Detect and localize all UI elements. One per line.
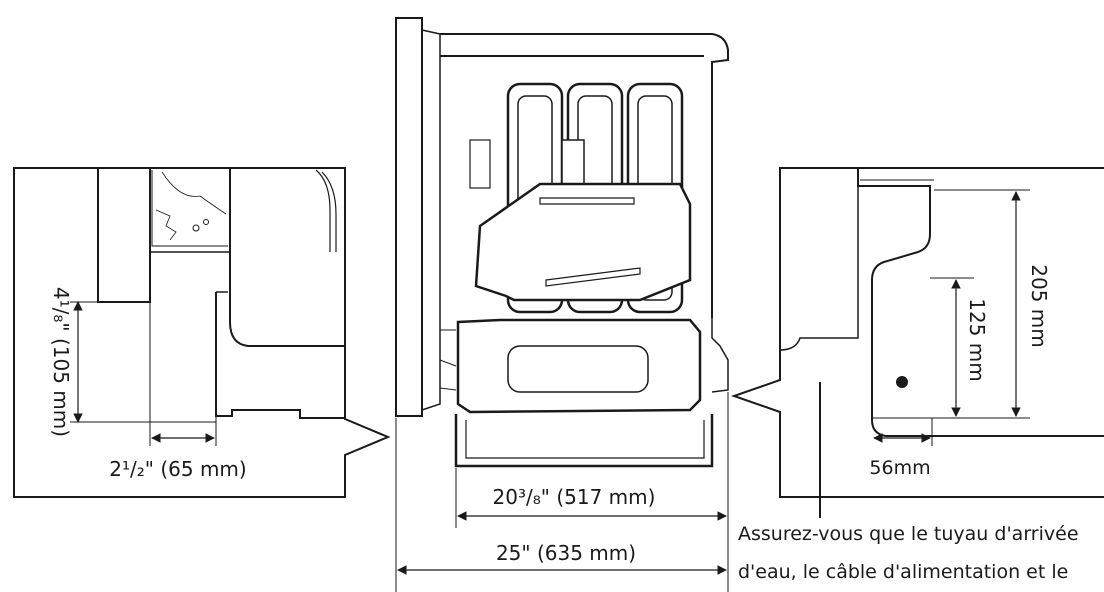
- total-depth-label: 25" (635 mm): [496, 541, 636, 565]
- width-label: 56mm: [869, 457, 930, 479]
- spray-arm-assembly: [474, 182, 692, 302]
- cabinet-side-panel: [97, 167, 151, 303]
- dishwasher-base: [454, 414, 714, 468]
- inner-height-label: 125 mm: [965, 298, 989, 382]
- center-side-view: [395, 17, 729, 592]
- left-vertical-dimension-label: 4¹/₈" (105 mm): [49, 287, 73, 437]
- machine-side-profile: [857, 168, 1104, 437]
- lower-rack: [456, 318, 702, 414]
- dishwasher-door: [395, 17, 423, 417]
- right-detail-view: [730, 167, 1104, 518]
- inner-depth-label: 20³/₈" (517 mm): [493, 485, 656, 509]
- dishwasher-tub: [440, 33, 729, 318]
- note-line-1: Assurez-vous que le tuyau d'arrivée: [738, 523, 1079, 545]
- outer-height-label: 205 mm: [1027, 264, 1051, 348]
- left-detail-view: [13, 167, 391, 498]
- dishwasher-body-outline: [229, 168, 345, 347]
- connection-point-marker: [896, 376, 908, 388]
- left-horizontal-dimension-label: 2¹/₂" (65 mm): [109, 457, 246, 481]
- note-line-2: d'eau, le câble d'alimentation et le: [738, 561, 1068, 583]
